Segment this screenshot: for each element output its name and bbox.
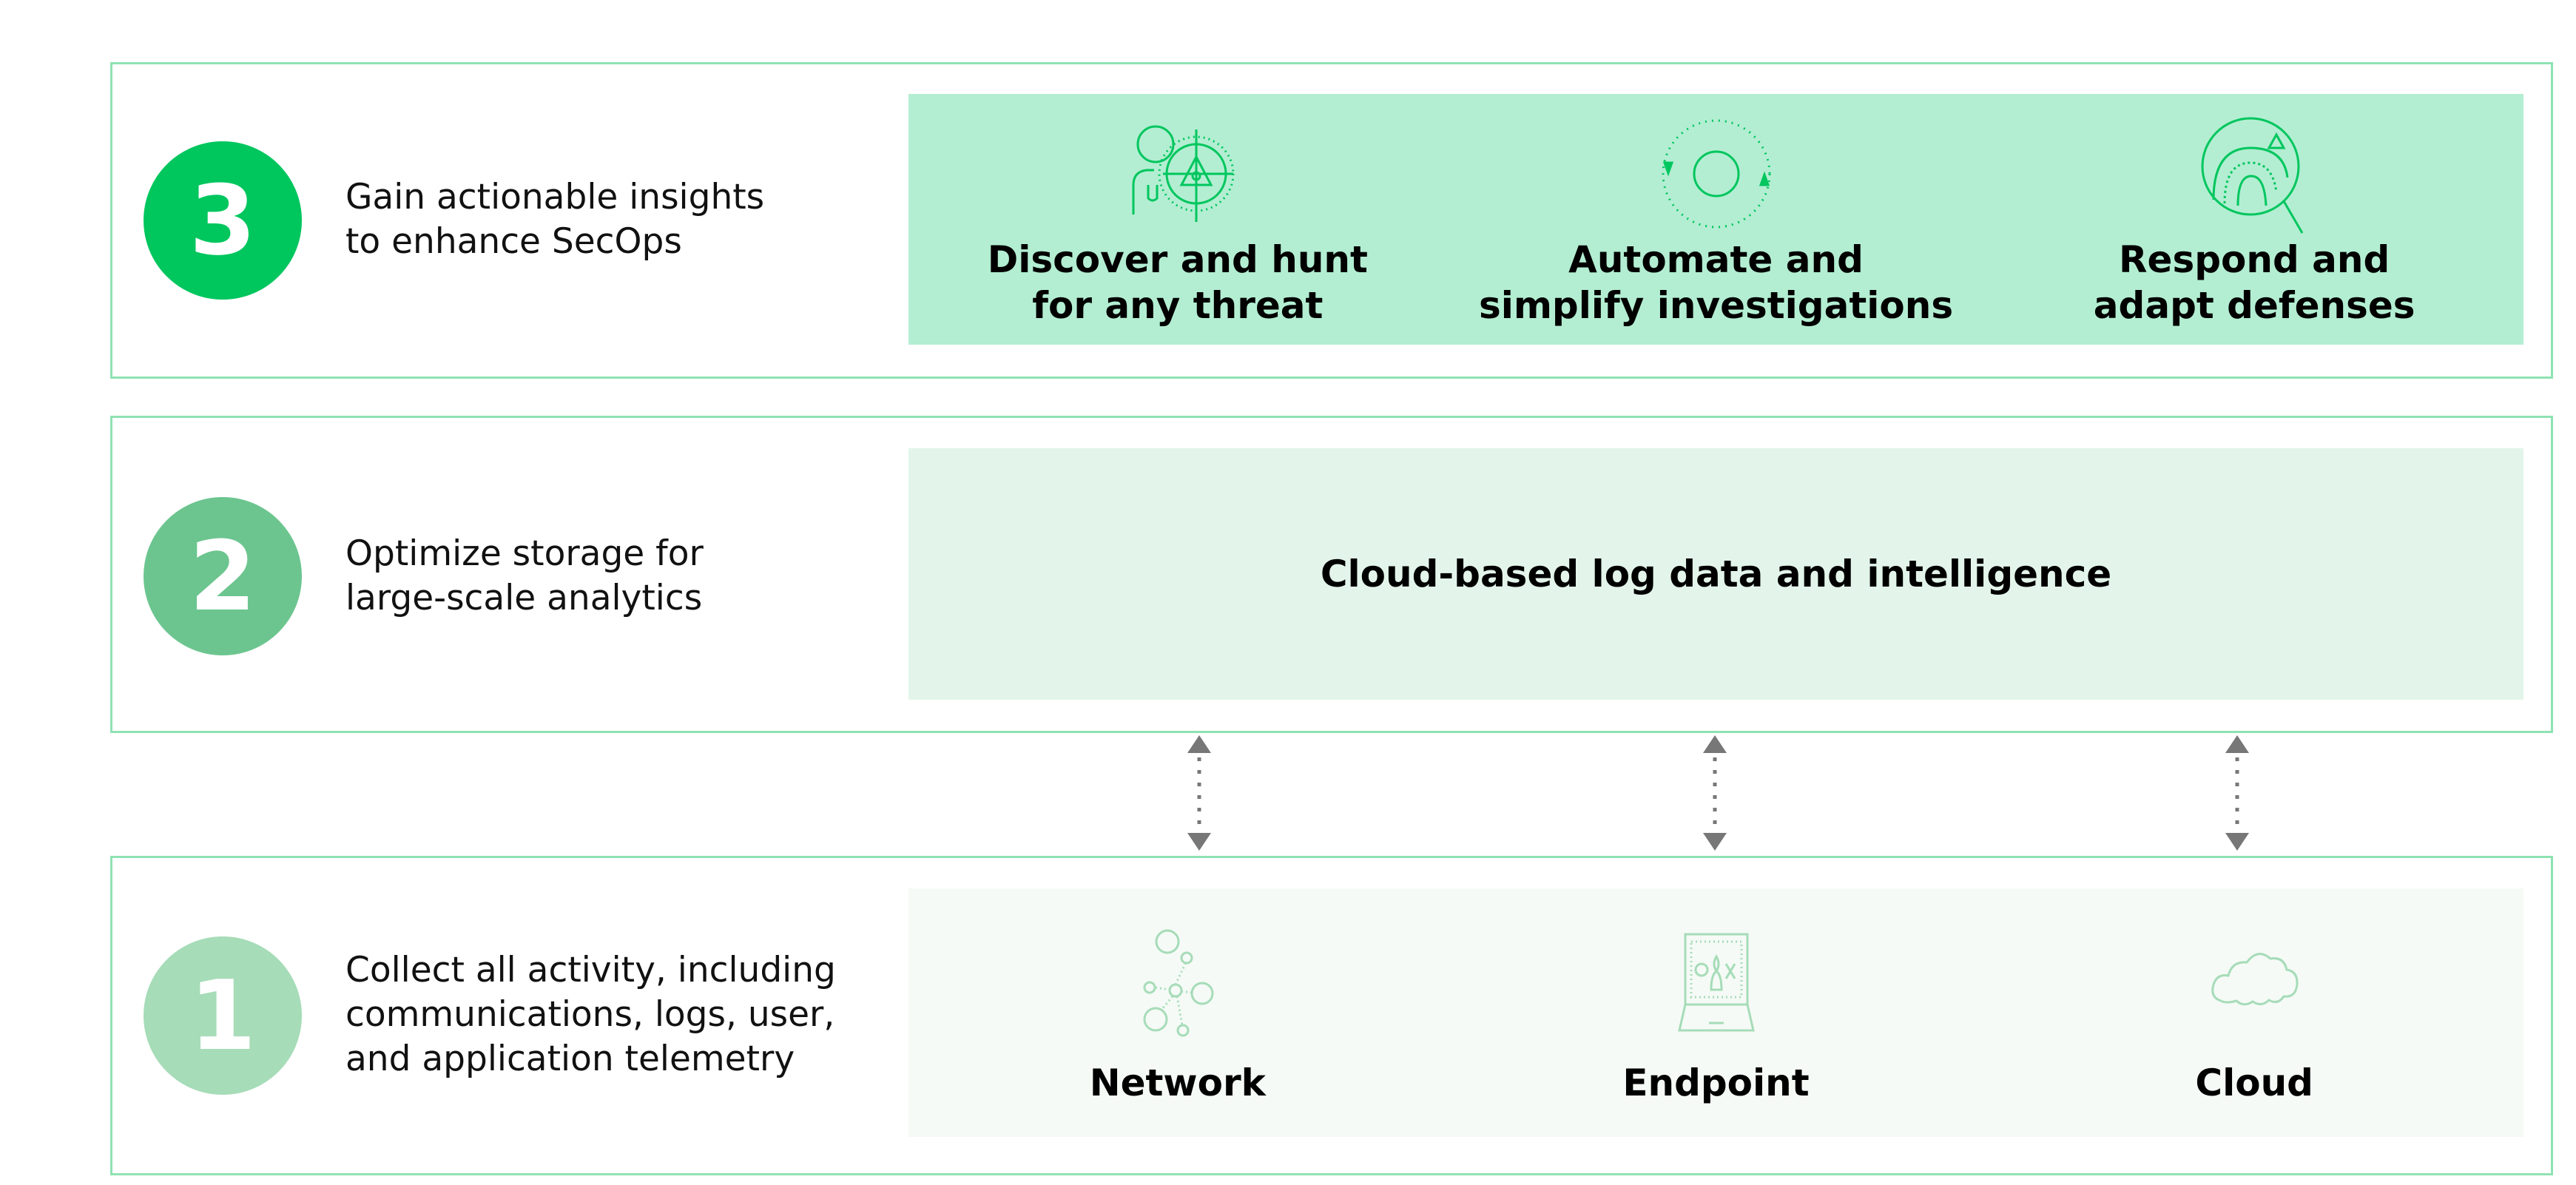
fingerprint-search-icon	[2201, 117, 2304, 234]
item-discover-hunt: Discover and hunt for any threat	[908, 111, 1447, 328]
log-data-label: Cloud-based log data and intelligence	[1320, 553, 2112, 595]
source-cloud: Cloud	[1985, 919, 2523, 1106]
network-icon	[1143, 929, 1214, 1037]
cloud-icon	[2211, 953, 2299, 1006]
tier-2-badge: 2	[144, 497, 302, 655]
tier-3-description: Gain actionable insights to enhance SecO…	[345, 177, 765, 262]
tier-1-badge: 1	[144, 936, 302, 1095]
tier-2-description: Optimize storage for large-scale analyti…	[345, 533, 704, 618]
threat-hunt-icon	[1132, 125, 1235, 222]
source-endpoint: Endpoint	[1447, 919, 1986, 1106]
item-respond-adapt: Respond and adapt defenses	[1985, 111, 2523, 328]
bidirectional-arrow	[2225, 735, 2249, 851]
automation-cycle-icon	[1662, 119, 1770, 228]
tier-3-badge: 3	[144, 141, 302, 300]
laptop-endpoint-icon	[1677, 933, 1755, 1032]
tier-1-description: Collect all activity, including communic…	[345, 950, 836, 1079]
bidirectional-arrow	[1703, 735, 1727, 851]
bidirectional-arrow	[1187, 735, 1211, 851]
source-network: Network	[908, 919, 1447, 1106]
tier-1-panel: Network Endpoint Cloud	[908, 888, 2523, 1137]
item-automate-simplify: Automate and simplify investigations	[1447, 111, 1986, 328]
tier-3-panel: Discover and hunt for any threat Automat…	[908, 94, 2523, 345]
tier-2-panel: Cloud-based log data and intelligence	[908, 448, 2523, 700]
